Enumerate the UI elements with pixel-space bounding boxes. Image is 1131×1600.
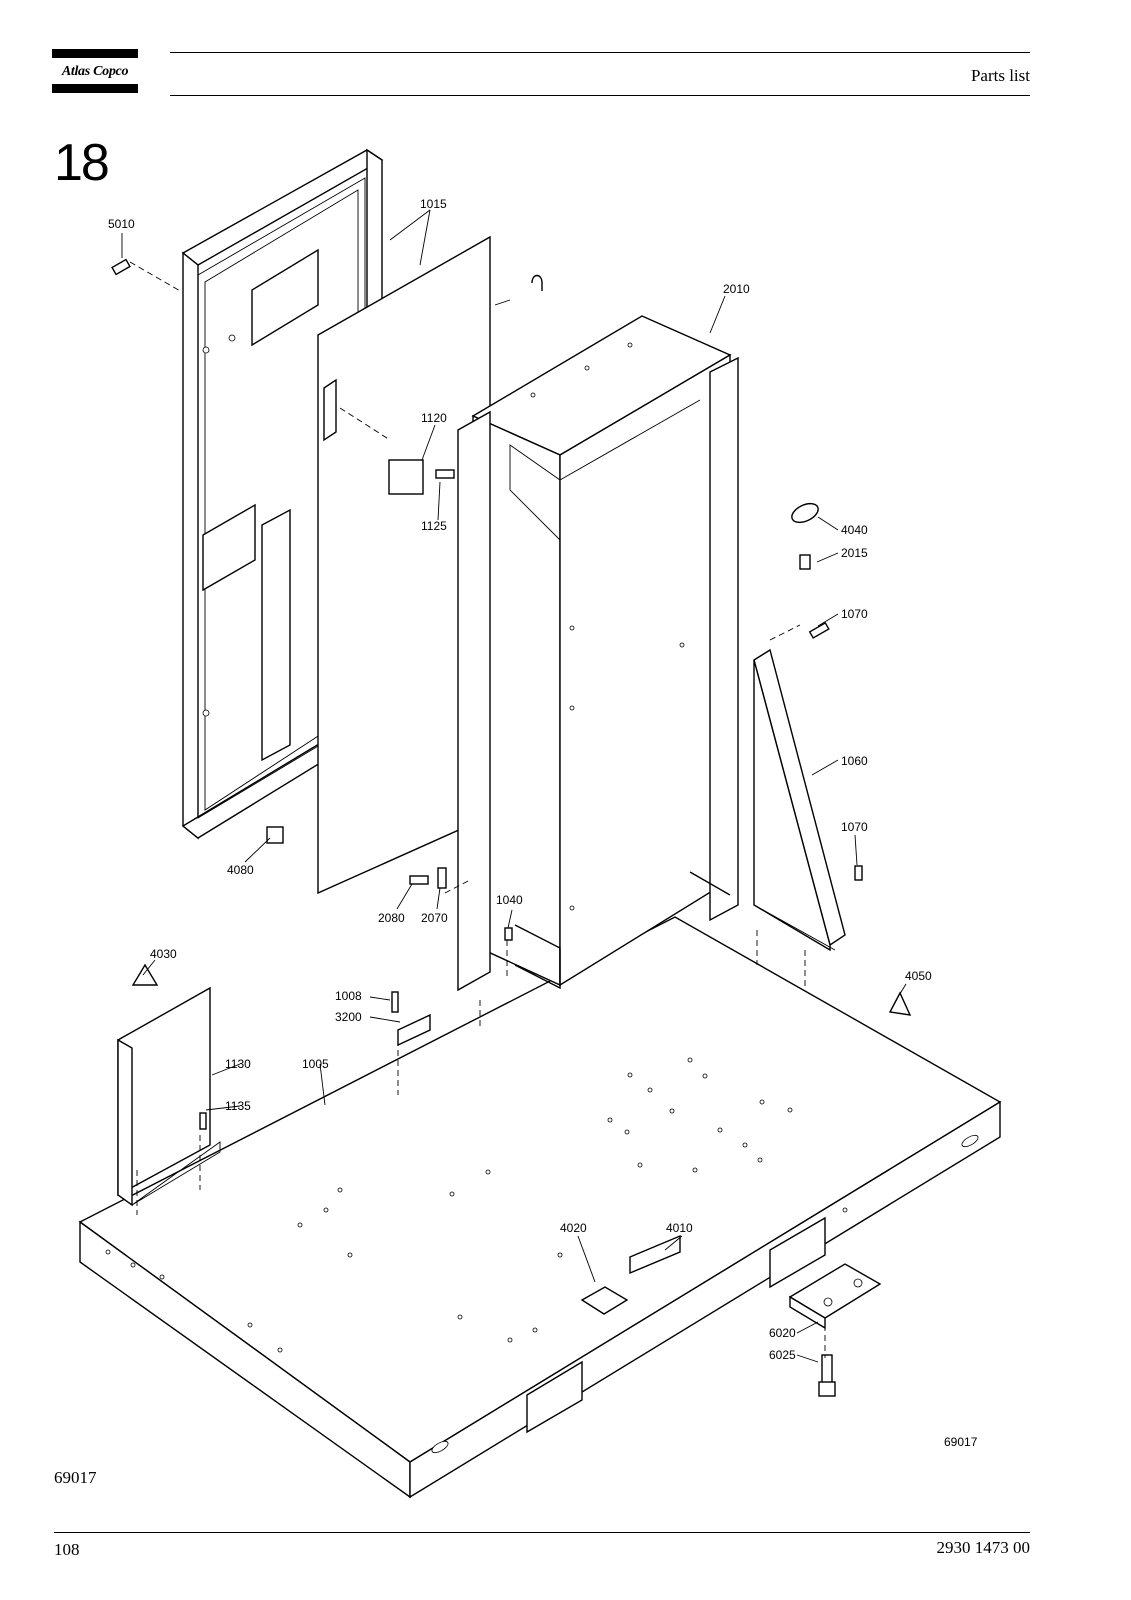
callout-4040: 4040	[841, 523, 868, 537]
door-panel	[317, 235, 491, 895]
callout-1015: 1015	[420, 197, 447, 211]
hardware	[111, 258, 912, 1315]
callout-4010: 4010	[666, 1221, 693, 1235]
figure-number: 69017	[54, 1468, 97, 1487]
callout-2015: 2015	[841, 546, 868, 560]
logo-bar-top	[52, 49, 138, 58]
drawing-code: 69017	[944, 1435, 978, 1449]
callout-1130: 1130	[225, 1057, 251, 1071]
assembly-lines	[129, 261, 826, 1358]
callout-1008: 1008	[335, 989, 362, 1003]
callout-2080: 2080	[378, 911, 405, 925]
logo-wordmark: Atlas Copco	[61, 64, 129, 79]
enclosure	[457, 315, 739, 992]
callout-6020: 6020	[769, 1326, 796, 1340]
callout-4020: 4020	[560, 1221, 587, 1235]
callout-1070-upper: 1070	[841, 607, 868, 621]
atlas-copco-logo: Atlas Copco	[52, 49, 138, 93]
callout-6025: 6025	[769, 1348, 796, 1362]
callout-1125: 1125	[421, 519, 447, 533]
callout-3200: 3200	[335, 1010, 362, 1024]
callout-4050: 4050	[905, 969, 932, 983]
callout-4080: 4080	[227, 863, 254, 877]
logo-bar-bottom	[52, 84, 138, 93]
callout-2070: 2070	[421, 911, 448, 925]
side-brace	[753, 648, 846, 952]
front-panel	[117, 986, 221, 1207]
page-number: 108	[54, 1540, 80, 1559]
callout-labels: 5010 1015 2010 1120 1125 4040 2015 1070 …	[108, 197, 978, 1449]
callout-5010: 5010	[108, 217, 135, 231]
chapter-number: 18	[54, 134, 110, 192]
footer-rule	[54, 1532, 1030, 1533]
callout-1040: 1040	[496, 893, 523, 907]
callout-1060: 1060	[841, 754, 868, 768]
section-title: Parts list	[970, 66, 1030, 85]
base-frame	[78, 916, 1002, 1499]
header-rule-bottom	[170, 95, 1030, 96]
document-number: 2930 1473 00	[936, 1538, 1031, 1557]
callout-1005: 1005	[302, 1057, 329, 1071]
header-rule-top	[170, 52, 1030, 53]
leader-lines	[121, 209, 907, 1363]
callout-1070-lower: 1070	[841, 820, 868, 834]
callout-1120: 1120	[421, 411, 447, 425]
foot-pad	[788, 1263, 882, 1397]
callout-4030: 4030	[150, 947, 177, 961]
callout-2010: 2010	[723, 282, 750, 296]
callout-1135: 1135	[225, 1099, 251, 1113]
